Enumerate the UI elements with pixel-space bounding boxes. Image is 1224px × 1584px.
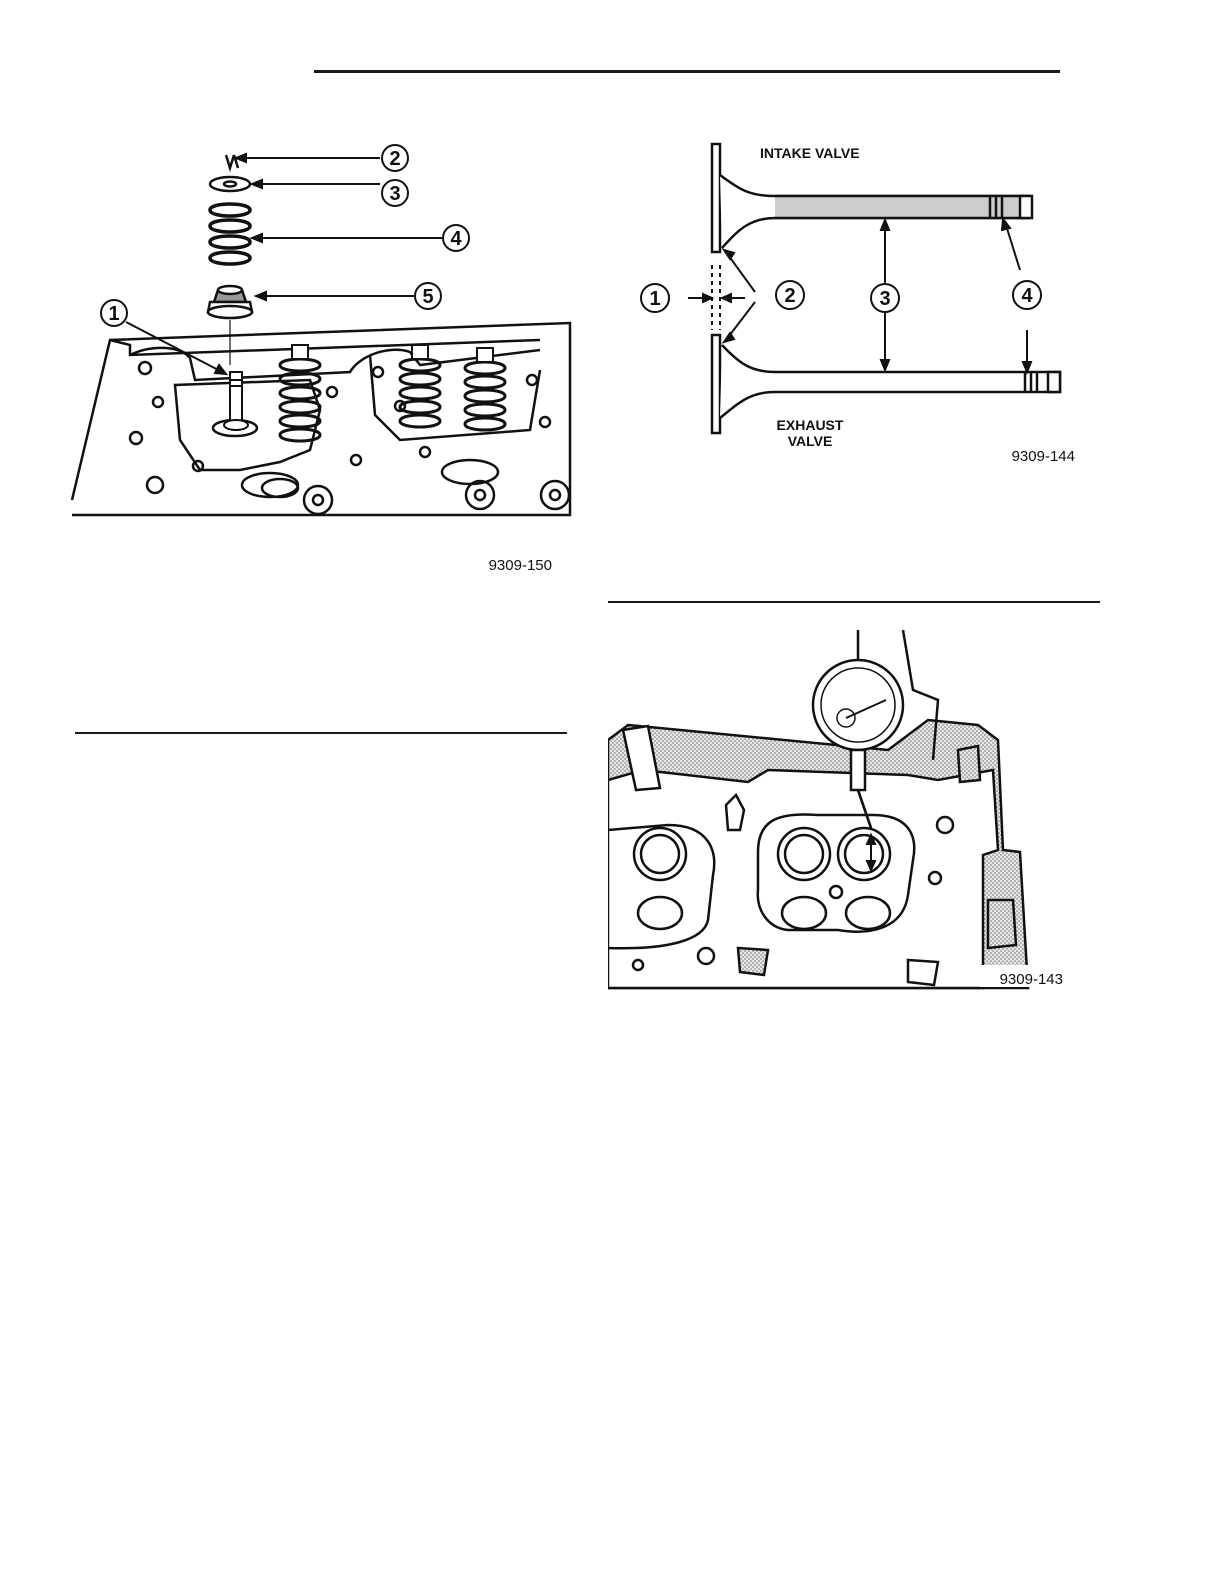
- figure-valve-measurement: INTAKE VALVE EXHAUST VALVE: [630, 140, 1090, 475]
- svg-text:1: 1: [649, 288, 660, 310]
- figure-valve-spring-assembly: 1 2 3 4 5 9309-150: [70, 140, 580, 580]
- svg-text:3: 3: [879, 288, 890, 310]
- figure-id-9309-150: 9309-150: [489, 557, 552, 574]
- callout-4: 4: [1013, 281, 1041, 309]
- svg-text:4: 4: [450, 228, 462, 250]
- exhaust-valve-label-line1: EXHAUST: [777, 417, 844, 433]
- callout-5: 5: [415, 283, 441, 309]
- callout-1: 1: [101, 300, 127, 326]
- header-rule: [314, 70, 1060, 73]
- section-rule-left: [75, 732, 567, 734]
- figure-id-9309-144: 9309-144: [1012, 448, 1075, 465]
- svg-text:1: 1: [108, 303, 119, 325]
- svg-text:5: 5: [422, 286, 433, 308]
- callout-1: 1: [641, 284, 669, 312]
- svg-text:4: 4: [1021, 285, 1033, 307]
- exhaust-valve-label-line2: VALVE: [788, 433, 833, 449]
- callout-2: 2: [382, 145, 408, 171]
- valve-stem-illustration: [224, 372, 248, 430]
- section-rule-right: [608, 601, 1100, 603]
- svg-text:3: 3: [389, 183, 400, 205]
- svg-text:2: 2: [389, 148, 400, 170]
- figure-dial-indicator: 9309-143: [608, 630, 1068, 992]
- intake-valve-label: INTAKE VALVE: [760, 145, 860, 161]
- figure-id-9309-143: 9309-143: [1000, 971, 1063, 988]
- callout-3: 3: [382, 180, 408, 206]
- callout-4: 4: [443, 225, 469, 251]
- callout-3: 3: [871, 284, 899, 312]
- svg-text:2: 2: [784, 285, 795, 307]
- cylinder-head-illustration: [608, 720, 1028, 988]
- exploded-parts-illustration: [208, 155, 252, 365]
- callout-2: 2: [776, 281, 804, 309]
